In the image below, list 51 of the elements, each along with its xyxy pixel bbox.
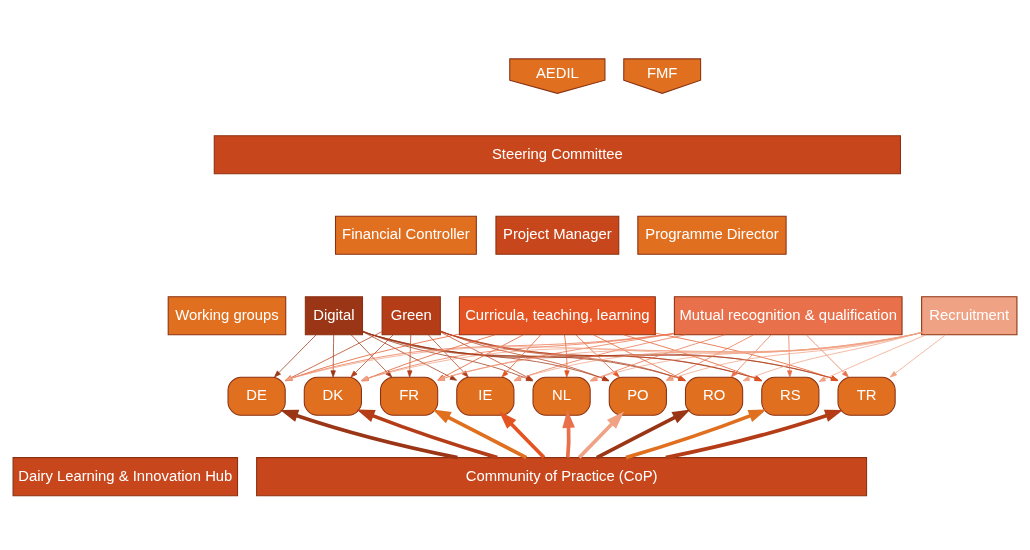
arrow <box>280 409 458 459</box>
node-box: NL <box>532 376 591 416</box>
arrow <box>665 409 843 459</box>
arrow <box>666 334 754 381</box>
arrow <box>666 331 922 381</box>
node-box: Programme Director <box>637 215 787 255</box>
arrow <box>625 408 767 459</box>
arrow <box>889 334 946 377</box>
arrow <box>787 334 793 377</box>
node-box: RS <box>761 376 820 416</box>
arrow <box>590 334 725 381</box>
arrow <box>285 330 383 381</box>
arrow <box>407 334 413 377</box>
arrow <box>596 408 691 459</box>
arrow <box>730 334 772 377</box>
node-box: Working groups <box>167 295 287 335</box>
arrow <box>330 334 336 377</box>
node-box: Dairy Learning & Innovation Hub <box>12 456 239 496</box>
node-box: Green <box>381 295 441 335</box>
arrow <box>806 334 849 377</box>
arrow <box>623 334 762 381</box>
arrow <box>742 331 922 381</box>
node-box: Digital <box>304 295 364 335</box>
node-box: DK <box>303 376 362 416</box>
arrow <box>577 410 625 459</box>
node-box: Mutual recognition & qualification <box>673 295 903 335</box>
arrow <box>655 332 839 381</box>
node-box: Project Manager <box>495 215 620 255</box>
arrow <box>499 410 546 459</box>
arrow <box>432 408 528 459</box>
node-box: Steering Committee <box>213 134 901 174</box>
node-box: PO <box>608 376 667 416</box>
arrow <box>593 334 686 381</box>
node-box: FR <box>380 376 439 416</box>
arrow <box>818 334 927 382</box>
node-box: Curricula, teaching, learning <box>458 295 656 335</box>
node-box: IE <box>456 376 515 416</box>
arrow <box>575 334 620 377</box>
arrow <box>590 331 922 381</box>
node-box: Financial Controller <box>335 215 477 255</box>
arrow <box>274 334 317 377</box>
node-box: DE <box>227 376 286 416</box>
arrow <box>501 334 542 377</box>
arrow <box>356 408 498 459</box>
node-box: Recruitment <box>921 295 1018 335</box>
node-box: TR <box>837 376 896 416</box>
node-box: Community of Practice (CoP) <box>256 456 868 496</box>
arrow <box>564 334 570 377</box>
arrow <box>428 334 469 377</box>
arrow <box>562 409 575 458</box>
node-box: RO <box>684 376 744 416</box>
